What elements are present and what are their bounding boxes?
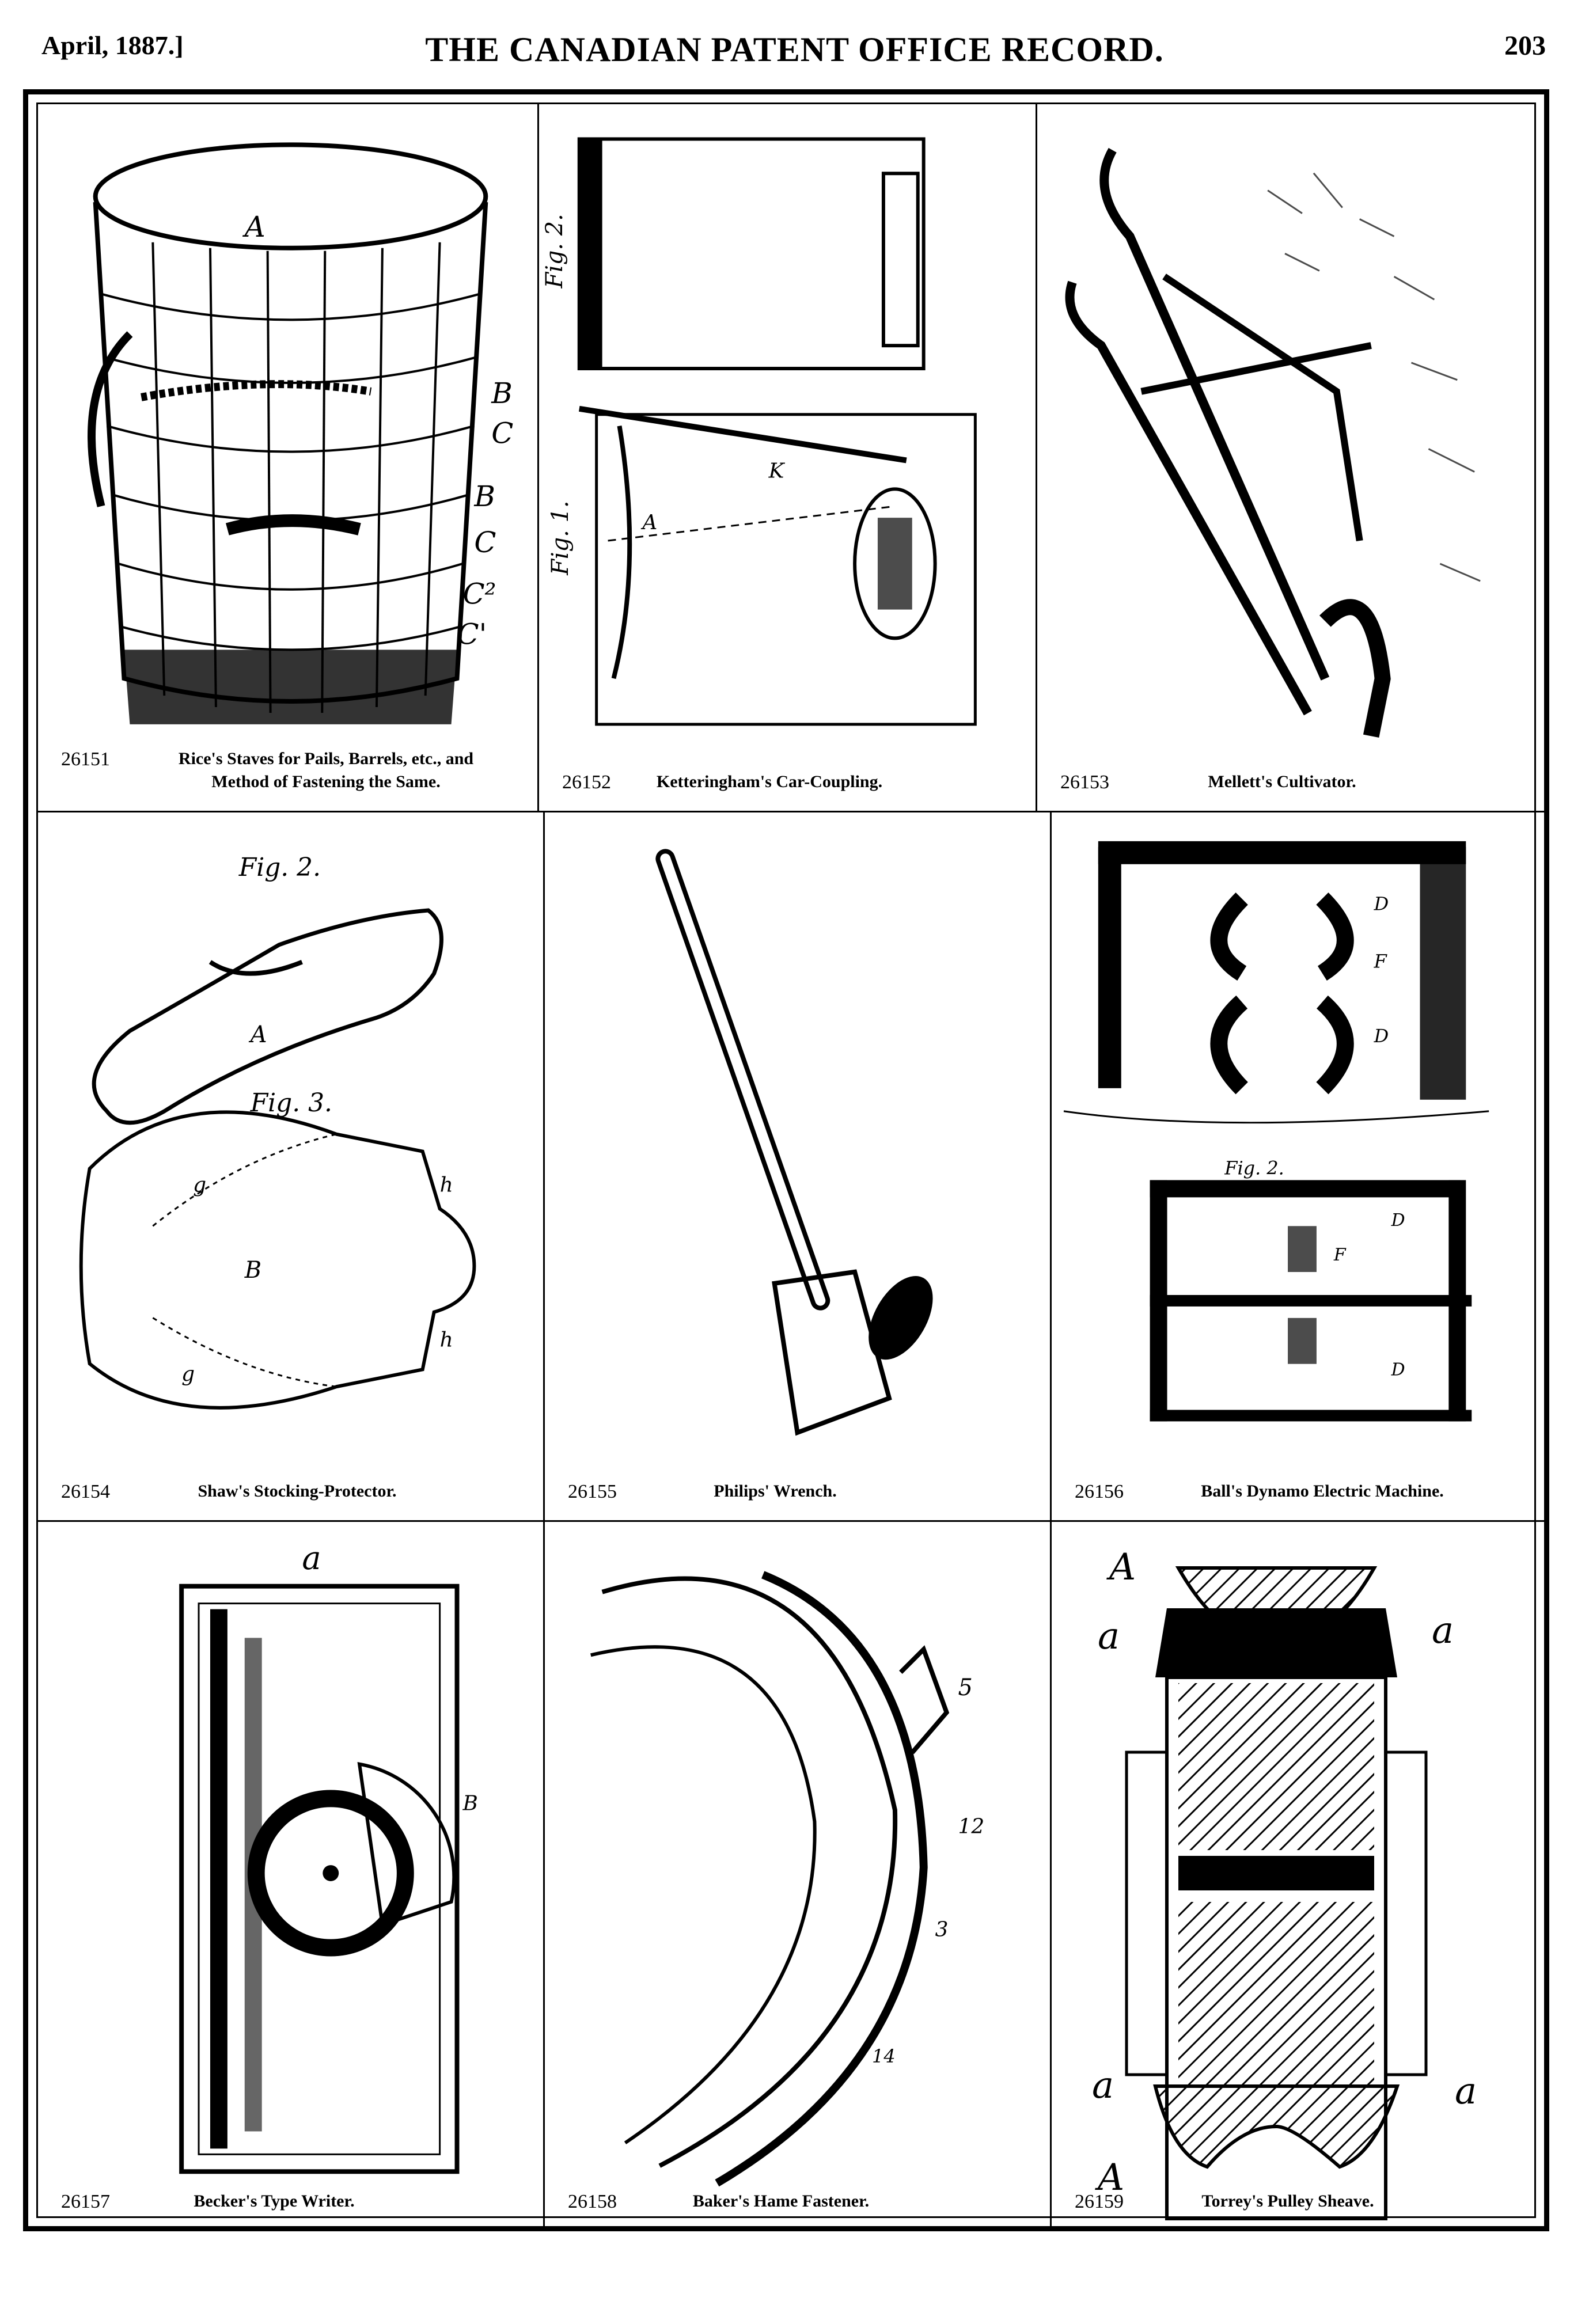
patent-cell-26152: Fig. 2. Fig. 1. K A 26152 Ketteringham's… (539, 104, 1037, 812)
fig-label: B (491, 377, 513, 410)
patent-title: Torrey's Pulley Sheave. (1201, 2192, 1374, 2211)
patent-number: 26157 (61, 2191, 110, 2212)
patent-cell-26157: a B 26157 Becker's Type Writer. (38, 1522, 545, 2230)
patent-number: 26159 (1075, 2191, 1124, 2212)
fig-label: Fig. 3. (250, 1088, 332, 1118)
fig-label: a (1098, 1615, 1120, 1658)
patent-title-line: Rice's Staves for Pails, Barrels, etc., … (178, 749, 474, 768)
patent-plate-frame: A B C B C C² C' 26151 Rice's Staves for … (23, 89, 1549, 2231)
fig-label: D (1374, 893, 1389, 915)
patent-title: Mellett's Cultivator. (1208, 772, 1356, 791)
fig-label: A (242, 210, 266, 244)
fig-label: C² (462, 578, 496, 611)
patent-cell-26156: D F D Fig. 2. D F D 26156 Ball's Dynamo … (1052, 812, 1544, 1522)
patent-title: Rice's Staves for Pails, Barrels, etc., … (124, 747, 528, 793)
fig-label: B (473, 480, 495, 513)
fig-label: Fig. 2. (238, 853, 321, 882)
patent-cell-26155: 26155 Philips' Wrench. (545, 812, 1052, 1522)
patent-number: 26151 (61, 749, 110, 770)
patent-number: 26158 (568, 2191, 617, 2212)
pail-drawing: A B C B C C² C' (88, 142, 513, 724)
fig-label: 5 (958, 1674, 973, 1701)
patent-number: 26153 (1060, 772, 1109, 793)
fig-label: C (491, 417, 513, 450)
dynamo-drawing: D F D Fig. 2. D F D (1063, 841, 1489, 1422)
patent-title: Ketteringham's Car-Coupling. (656, 772, 883, 791)
fig-label: A (640, 511, 657, 534)
patent-number: 26155 (568, 1481, 617, 1502)
fig-label: 14 (872, 2045, 896, 2067)
fig-label: D (1391, 1210, 1405, 1231)
wrench-drawing (655, 849, 933, 1436)
cultivator-drawing (1065, 147, 1481, 738)
fig-label: Fig. 2. (1224, 1157, 1284, 1179)
patent-cell-26151: A B C B C C² C' 26151 Rice's Staves for … (38, 104, 539, 812)
hame-fastener-drawing: 5 3 12 14 (590, 1571, 985, 2187)
fig-label: B (244, 1257, 261, 1283)
fig-label: h (440, 1328, 453, 1351)
fig-label: A (1095, 2156, 1124, 2199)
patent-cell-26154: Fig. 2. Fig. 3. A B g g h h 26154 Shaw's… (38, 812, 545, 1522)
fig-label: A (248, 1022, 267, 1048)
patent-grid: A B C B C C² C' 26151 Rice's Staves for … (36, 102, 1544, 2230)
patent-cell-26153: 26153 Mellett's Cultivator. (1037, 104, 1544, 812)
fig-label: a (302, 1540, 321, 1577)
car-coupling-drawing: Fig. 2. Fig. 1. K A (541, 137, 977, 726)
fig-label: a (1432, 1609, 1454, 1652)
fig-label: Fig. 1. (547, 500, 574, 575)
fig-label: h (440, 1173, 453, 1197)
fig-label: D (1391, 1360, 1405, 1380)
patent-cell-26159: A a a a a A 26159 Torrey's Pulley Sheave… (1052, 1522, 1544, 2230)
fig-label: Fig. 2. (541, 214, 568, 288)
fig-label: D (1374, 1025, 1389, 1047)
fig-label: g (181, 1362, 195, 1386)
fig-label: a (1092, 2064, 1114, 2107)
patent-title-line: Method of Fastening the Same. (211, 772, 441, 791)
pulley-sheave-drawing: A a a a a A (1092, 1546, 1477, 2220)
patent-number: 26152 (562, 772, 611, 793)
stocking-protector-drawing: Fig. 2. Fig. 3. A B g g h h (79, 853, 476, 1410)
fig-label: K (768, 459, 786, 483)
page-title: THE CANADIAN PATENT OFFICE RECORD. (425, 31, 1164, 69)
header-date: April, 1887.] (41, 31, 184, 60)
patent-number: 26154 (61, 1481, 110, 1502)
patent-number: 26156 (1075, 1481, 1124, 1502)
fig-label: A (1106, 1546, 1136, 1589)
patent-cell-26158: 5 3 12 14 26158 Baker's Hame Fastener. (545, 1522, 1052, 2230)
fig-label: B (462, 1791, 477, 1815)
patent-title: Ball's Dynamo Electric Machine. (1201, 1482, 1444, 1501)
page-number: 203 (1504, 31, 1546, 61)
fig-label: C (474, 526, 496, 559)
patent-title: Baker's Hame Fastener. (692, 2192, 870, 2211)
fig-label: F (1333, 1245, 1347, 1265)
fig-label: a (1455, 2070, 1477, 2113)
fig-label: g (193, 1173, 206, 1197)
patent-title: Becker's Type Writer. (194, 2192, 355, 2211)
fig-label: 12 (958, 1814, 985, 1838)
typewriter-drawing: a B (179, 1540, 478, 2174)
patent-title: Shaw's Stocking-Protector. (198, 1482, 397, 1501)
fig-label: F (1374, 950, 1388, 972)
fig-label: C' (457, 617, 487, 651)
fig-label: 3 (935, 1918, 949, 1942)
patent-title: Philips' Wrench. (714, 1482, 837, 1501)
